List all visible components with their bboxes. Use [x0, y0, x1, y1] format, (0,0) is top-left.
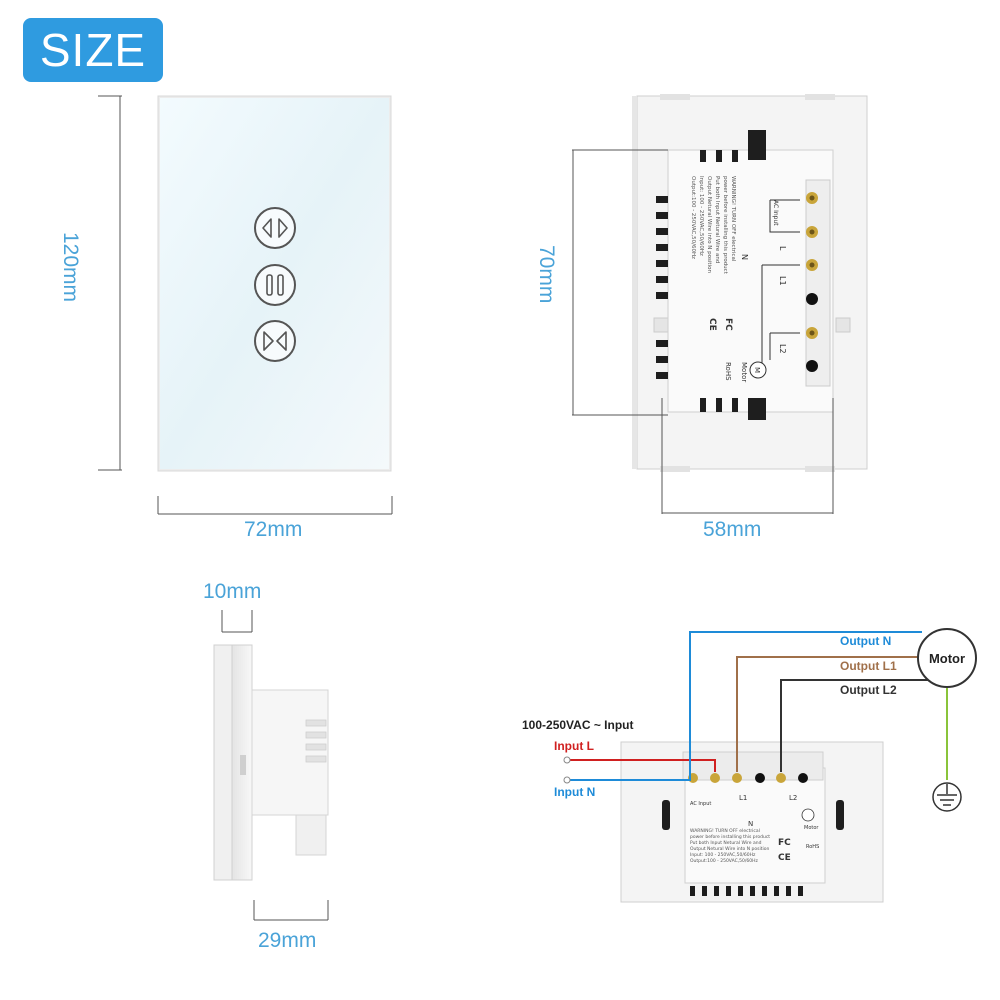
- wiring-warning-line-4: Output Netural Wire into N position: [690, 846, 769, 852]
- output-l2-label: Output L2: [840, 683, 897, 697]
- wire-output-l2: [780, 679, 928, 772]
- ground-icon: [932, 782, 962, 812]
- terminal-l-label: L: [778, 246, 787, 251]
- motor-icon: [917, 628, 977, 688]
- wiring-warning-line-3: Put both Input Netural Wire and: [690, 840, 762, 846]
- back-warning-line-1: WARNING! TURN OFF electrical: [730, 176, 736, 262]
- wiring-motor-label: Motor: [804, 825, 819, 831]
- back-warning-line-2: power before installing this product: [722, 176, 728, 275]
- back-warning-line-6: Output:100 - 250VAC,50/60Hz: [690, 176, 696, 259]
- cert-ce: CE: [707, 318, 717, 331]
- open-icon[interactable]: [254, 207, 296, 249]
- side-view: [213, 610, 329, 921]
- cert-fc: FC: [723, 318, 733, 331]
- output-n-label: Output N: [840, 634, 892, 648]
- front-width-label: 72mm: [244, 518, 303, 541]
- wiring-terminal-l1: L1: [739, 794, 747, 802]
- terminal-l1-label: L1: [778, 276, 787, 286]
- cert-rohs: RoHS: [724, 362, 732, 381]
- back-width-label: 58mm: [703, 518, 762, 541]
- wire-input-n: [568, 631, 922, 781]
- glass-depth-label: 10mm: [203, 580, 262, 603]
- terminal-n-label: N: [740, 254, 749, 260]
- motor-label: Motor: [740, 362, 748, 382]
- wiring-terminal-n: N: [748, 820, 753, 828]
- wiring-warning-line-1: WARNING! TURN OFF electrical: [690, 828, 760, 834]
- back-panel: L L1 L2 N AC Input M Motor FC CE RoHS WA…: [572, 94, 868, 514]
- wiring-warning-line-6: Output:100 - 250VAC,50/60Hz: [690, 858, 759, 864]
- output-l1-label: Output L1: [840, 659, 897, 673]
- wiring-cert-fc: FC: [778, 838, 791, 848]
- motor-label: Motor: [928, 651, 966, 666]
- supply-label: 100-250VAC ~ Input: [522, 718, 634, 732]
- motor-symbol: M: [753, 367, 761, 373]
- back-warning-line-3: Put both Input Netural Wire and: [714, 176, 720, 263]
- wiring-warning-line-5: Input: 100 - 250VAC,50/60Hz: [690, 852, 756, 858]
- wiring-diagram: L1 L2 N AC Input M Motor FC CE RoHS WARN…: [563, 628, 977, 903]
- back-height-label: 70mm: [535, 245, 558, 304]
- back-warning-line-5: Input: 100 - 250VAC,50/60Hz: [698, 176, 704, 256]
- pause-icon[interactable]: [254, 264, 296, 306]
- close-icon[interactable]: [254, 320, 296, 362]
- front-height-label: 120mm: [59, 232, 82, 303]
- terminal-l2-label: L2: [778, 344, 787, 354]
- back-warning-line-4: Output Netural Wire into N position: [706, 176, 712, 273]
- wiring-terminal-ac-input: AC Input: [690, 801, 711, 807]
- wire-input-l: [568, 759, 716, 772]
- input-l-label: Input L: [554, 739, 594, 753]
- terminal-ac-input-label: AC Input: [772, 200, 779, 226]
- input-n-label: Input N: [554, 785, 596, 799]
- wiring-warning-line-2: power before installing this product: [690, 834, 770, 840]
- wiring-terminal-l2: L2: [789, 794, 797, 802]
- wiring-cert-rohs: RoHS: [806, 844, 819, 850]
- front-panel: [98, 95, 393, 515]
- wire-output-l1: [736, 656, 922, 772]
- size-badge: SIZE: [23, 18, 163, 82]
- wiring-cert-ce: CE: [778, 853, 791, 863]
- terminal-screws: [805, 179, 831, 387]
- body-depth-label: 29mm: [258, 929, 317, 952]
